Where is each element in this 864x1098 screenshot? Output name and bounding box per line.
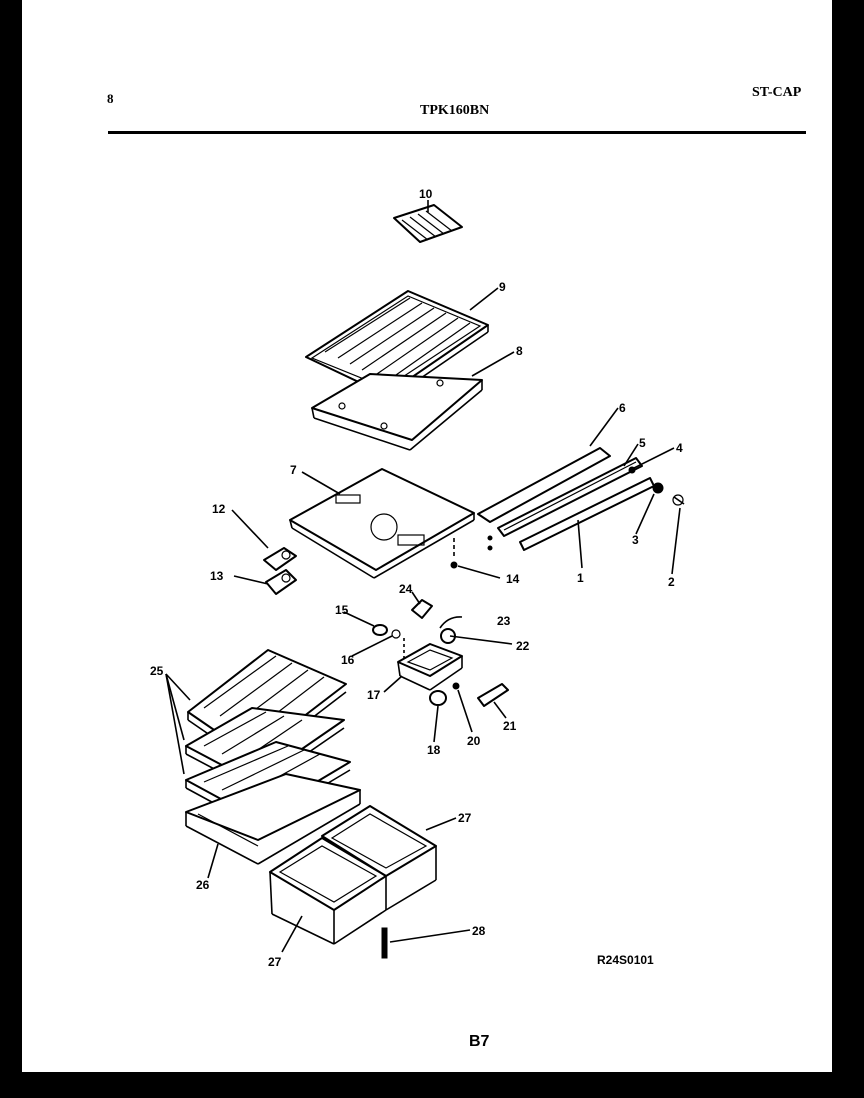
- callout-13: 13: [210, 569, 224, 583]
- page-label: B7: [469, 1033, 490, 1050]
- callout-5: 5: [639, 436, 646, 450]
- part-18-ring: [429, 690, 447, 706]
- header-left-mark: 8: [107, 91, 114, 106]
- part-6-rail: [477, 447, 611, 523]
- part-12-clip: [263, 547, 297, 571]
- callout-7: 7: [290, 463, 297, 477]
- rail-screw-2: [487, 545, 493, 551]
- header-rule: [108, 131, 806, 134]
- part-5-rail: [497, 457, 643, 537]
- part-15-knob: [372, 624, 388, 636]
- callout-17: 17: [367, 688, 381, 702]
- part-19-screw: [452, 682, 460, 690]
- callout-10: 10: [419, 187, 433, 201]
- callout-14: 14: [506, 572, 520, 586]
- callout-16: 16: [341, 653, 355, 667]
- part-27-pin: [381, 927, 388, 959]
- callout-4: 4: [676, 441, 683, 455]
- part-13-clip: [265, 569, 297, 595]
- rail-screw: [487, 535, 493, 541]
- callout-23: 24: [399, 582, 413, 596]
- callout-24: 25: [150, 664, 164, 678]
- callout-6: 6: [619, 401, 626, 415]
- callout-8: 8: [516, 344, 523, 358]
- part-22-wire: [439, 616, 463, 629]
- callout-25: 26: [196, 878, 210, 892]
- callout-18: 18: [427, 743, 441, 757]
- callout-9: 9: [499, 280, 506, 294]
- callout-21: 22: [516, 639, 530, 653]
- section-code: ST-CAP: [752, 85, 802, 100]
- part-4-screw: [628, 466, 636, 474]
- callout-27: 28: [472, 924, 486, 938]
- part-26-drawer-front: [269, 837, 387, 945]
- callout-20: 21: [503, 719, 517, 733]
- part-8-plate: [311, 373, 483, 451]
- part-10-grille: [393, 204, 463, 243]
- callout-12: 12: [212, 502, 226, 516]
- part-25-crisper-cover: [185, 773, 361, 865]
- callout-22: 23: [497, 614, 511, 628]
- model-number: TPK160BN: [420, 103, 490, 118]
- callout-26-back: 27: [458, 811, 472, 825]
- callout-3: 3: [632, 533, 639, 547]
- part-16-shaft: [391, 629, 405, 660]
- part-20-plate: [477, 683, 509, 707]
- leader-lines: [165, 200, 681, 953]
- callout-26-front: 27: [268, 955, 282, 969]
- callout-2: 2: [668, 575, 675, 589]
- callout-1: 1: [577, 571, 584, 585]
- diagram-reference-code: R24S0101: [597, 953, 654, 967]
- part-3-nut: [652, 482, 664, 494]
- part-14-screw: [450, 538, 458, 569]
- part-17-housing: [397, 643, 463, 691]
- callout-15: 15: [335, 603, 349, 617]
- part-7-shelf-cover: [289, 468, 475, 579]
- part-23-knob: [411, 599, 433, 619]
- part-2-screw: [672, 494, 685, 506]
- callout-19: 20: [467, 734, 481, 748]
